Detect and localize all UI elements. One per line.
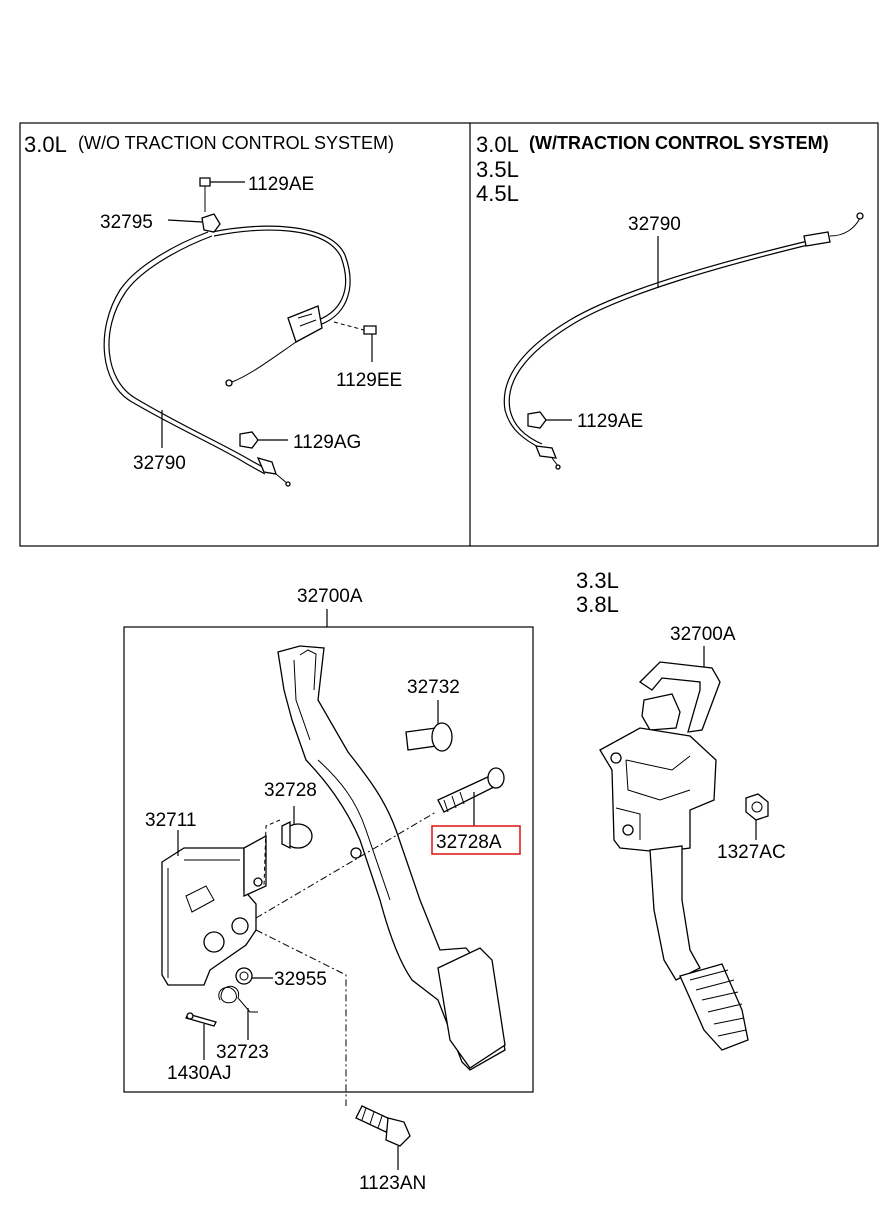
part-1123AN: 1123AN [355,1105,426,1194]
bl-bracket-32711 [161,847,257,986]
tl-note-label: (W/O TRACTION CONTROL SYSTEM) [78,133,394,153]
top-panels-frame [19,122,879,547]
bl-label-32732: 32732 [407,677,460,698]
bl-label-32728A[interactable]: 32728A [436,832,502,853]
bl-spring-32723-icon [218,985,258,1013]
br-nut-1327AC-icon [745,793,769,821]
tr-cable [503,239,813,449]
tl-bolt-1129AE-icon [199,177,211,187]
bl-bushing-32955-icon [235,967,253,985]
tr-cable-b [508,243,813,445]
tl-bolt-1129AG-icon [239,431,259,449]
tr-engine-0: 3.0L [476,132,519,157]
bl-label-1430AJ: 1430AJ [167,1063,231,1084]
bl-label-32700A: 32700A [297,586,363,607]
tl-cable-b [213,229,347,323]
tl-label-1129AG: 1129AG [293,432,361,453]
panel-bottom-right: 3.3L 3.8L 32700A 1327AC [576,568,786,1051]
tl-label-1129EE: 1129EE [336,370,402,391]
br-sensor-housing [599,727,717,853]
tl-cable [211,225,351,329]
tr-cable-hook [829,217,861,237]
bl-label-32711: 32711 [145,810,196,831]
tr-cable-end [534,445,558,459]
tr-label-1129AE: 1129AE [577,411,643,432]
bl-label-32723: 32723 [216,1042,269,1063]
br-label-32700A: 32700A [670,624,736,645]
br-pedal-handle [638,661,721,733]
panel-bottom-left: 32700A 32711 32732 32728 [123,586,534,1106]
tr-bolt-1129AE-icon [527,411,547,429]
bl-frame [123,626,534,1093]
br-pedal-pad [679,963,749,1051]
tl-label-32795: 32795 [100,212,153,233]
tl-clip-32795-icon [201,213,221,233]
bl-label-32728: 32728 [264,780,317,801]
br-connector [641,693,681,731]
br-engine-0: 3.3L [576,568,619,593]
tr-engine-1: 3.5L [476,157,519,182]
br-pedal-arm [649,845,701,981]
bl-pedal-pad [437,947,506,1069]
tr-cable-end-top [803,231,831,247]
bl-label-1123AN: 1123AN [359,1173,426,1194]
panel-top-left: 3.0L (W/O TRACTION CONTROL SYSTEM) [24,132,402,487]
tr-engine-2: 4.5L [476,181,519,206]
br-engine-1: 3.8L [576,592,619,617]
bl-label-32955: 32955 [274,969,327,990]
tl-inner-cable [231,341,297,383]
tl-bolt-1129EE-icon [363,325,377,335]
tl-cable-left [108,235,269,471]
tl-label-1129AE: 1129AE [248,174,314,195]
tl-label-32790: 32790 [133,453,186,474]
bl-highlight-box [431,825,521,855]
tr-note-label: (W/TRACTION CONTROL SYSTEM) [529,133,829,153]
panel-top-right: 3.0L 3.5L 4.5L (W/TRACTION CONTROL SYSTE… [476,132,864,470]
br-label-1327AC: 1327AC [717,842,786,863]
tr-label-32790: 32790 [628,214,681,235]
tl-engine-label: 3.0L [24,132,67,157]
tl-cable-left-b [103,231,266,475]
